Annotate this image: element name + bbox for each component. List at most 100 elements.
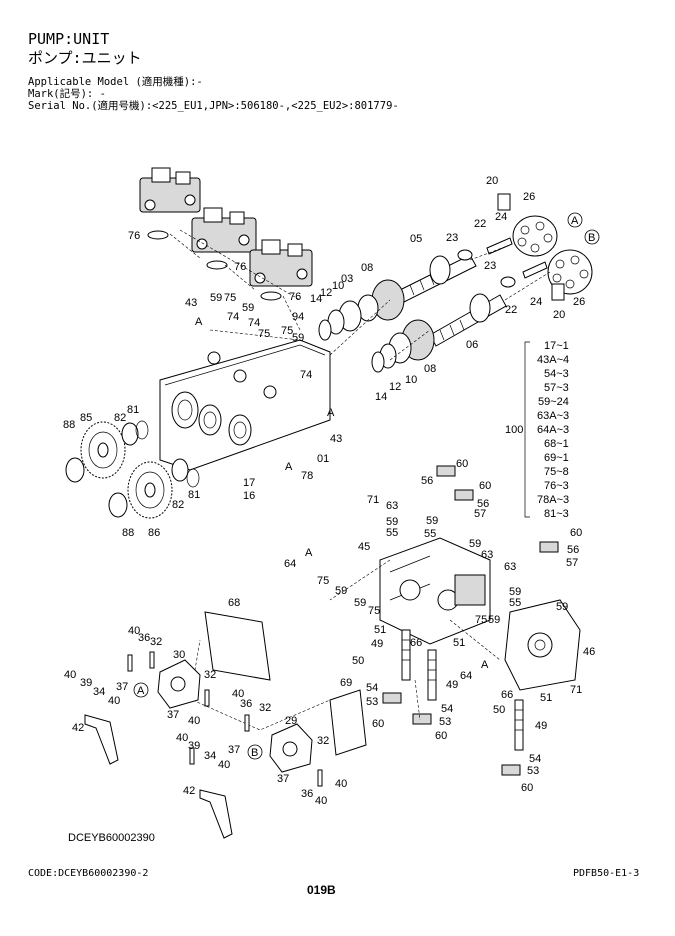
callout-76: 76 <box>289 291 301 303</box>
callout-74: 74 <box>300 369 312 381</box>
callout-40: 40 <box>176 732 188 744</box>
callout-40: 40 <box>335 778 347 790</box>
callout-39: 39 <box>80 677 92 689</box>
kit-number-100: 100 <box>505 424 523 436</box>
callout-66: 66 <box>501 689 513 701</box>
callout-ref-a: A <box>137 685 145 697</box>
callout-57: 57 <box>474 508 486 520</box>
callout-16: 16 <box>243 490 255 502</box>
callout-55: 55 <box>386 527 398 539</box>
callout-ref-a: A <box>305 547 313 559</box>
ring-82a-drawing <box>121 422 139 446</box>
callout-36: 36 <box>138 632 150 644</box>
kit-item-17: 17~1 <box>544 340 569 352</box>
callout-22: 22 <box>505 304 517 316</box>
shaft-05-drawing <box>389 254 477 307</box>
callout-37: 37 <box>228 744 240 756</box>
cap-56c-drawing <box>539 541 559 553</box>
callout-63: 63 <box>504 561 516 573</box>
callout-40: 40 <box>315 795 327 807</box>
kit-item-59: 59~24 <box>538 396 569 408</box>
callout-59: 59 <box>556 601 568 613</box>
callout-56: 56 <box>567 544 579 556</box>
callout-37: 37 <box>167 709 179 721</box>
callout-37: 37 <box>116 681 128 693</box>
callout-49: 49 <box>535 720 547 732</box>
callout-78: 78 <box>301 470 313 482</box>
callout-75: 75 <box>475 614 487 626</box>
callout-ref-a: A <box>285 461 293 473</box>
callout-51: 51 <box>540 692 552 704</box>
seal-14a-drawing <box>318 319 332 341</box>
callout-56: 56 <box>477 498 489 510</box>
spool-49b-drawing <box>427 649 437 701</box>
callout-14: 14 <box>375 391 387 403</box>
page-number: 019B <box>307 883 336 897</box>
gasket-68-drawing <box>204 611 271 681</box>
kit-item-43a: 43A~4 <box>537 354 569 366</box>
callout-40: 40 <box>232 688 244 700</box>
callout-03: 03 <box>341 273 353 285</box>
callout-59: 59 <box>210 292 222 304</box>
regulator-body-46-drawing <box>504 599 581 691</box>
callout-08: 08 <box>424 363 436 375</box>
callout-05: 05 <box>410 233 422 245</box>
callout-42: 42 <box>183 785 195 797</box>
callout-08: 08 <box>361 262 373 274</box>
callout-43: 43 <box>185 297 197 309</box>
callout-20: 20 <box>486 175 498 187</box>
drawing-id: DCEYB60002390 <box>68 832 155 844</box>
callout-40: 40 <box>188 715 200 727</box>
callout-12: 12 <box>389 381 401 393</box>
o-ring-76b-drawing <box>206 260 228 270</box>
callout-46: 46 <box>583 646 595 658</box>
callout-60: 60 <box>372 718 384 730</box>
callout-63: 63 <box>481 549 493 561</box>
gasket-69-drawing <box>329 689 367 756</box>
callout-22: 22 <box>474 218 486 230</box>
cap-56a-drawing <box>436 465 456 477</box>
snap-ring-81a-drawing <box>135 420 149 440</box>
callout-54: 54 <box>441 703 453 715</box>
callout-36: 36 <box>240 698 252 710</box>
ring-88b-drawing <box>108 492 128 518</box>
callout-76: 76 <box>234 261 246 273</box>
page-title-japanese: ポンプ:ユニット <box>28 49 142 67</box>
callout-85: 85 <box>80 412 92 424</box>
callout-60: 60 <box>435 730 447 742</box>
callout-59: 59 <box>426 515 438 527</box>
callout-75: 75 <box>317 575 329 587</box>
callout-32: 32 <box>317 735 329 747</box>
page-title: PUMP:UNIT <box>28 30 110 48</box>
callout-75: 75 <box>368 605 380 617</box>
callout-59: 59 <box>292 332 304 344</box>
callout-32: 32 <box>259 702 271 714</box>
callout-74: 74 <box>248 317 260 329</box>
serial-number-range: Serial No.(適用号機):<225_EU1,JPN>:506180-,<… <box>28 100 399 112</box>
callout-ref-a: A <box>195 316 203 328</box>
kit-item-81: 81~3 <box>544 508 569 520</box>
callout-68: 68 <box>228 597 240 609</box>
callout-66: 66 <box>410 637 422 649</box>
callout-10: 10 <box>405 374 417 386</box>
callout-34: 34 <box>204 750 216 762</box>
callout-74: 74 <box>227 311 239 323</box>
callout-40: 40 <box>108 695 120 707</box>
callout-29: 29 <box>285 715 297 727</box>
callout-32: 32 <box>150 636 162 648</box>
callout-ref-b: B <box>251 747 258 759</box>
retainer-22a-drawing <box>457 249 473 261</box>
kit-item-63a: 63A~3 <box>537 410 569 422</box>
retainer-22b-drawing <box>500 276 516 288</box>
callout-30: 30 <box>173 649 185 661</box>
callout-82: 82 <box>172 499 184 511</box>
kit-item-68: 68~1 <box>544 438 569 450</box>
callout-40: 40 <box>218 759 230 771</box>
cover-29-drawing <box>269 723 313 773</box>
callout-55: 55 <box>424 528 436 540</box>
cap-53a-drawing <box>382 692 402 704</box>
kit-100-bracket <box>524 341 530 518</box>
callout-88: 88 <box>122 527 134 539</box>
